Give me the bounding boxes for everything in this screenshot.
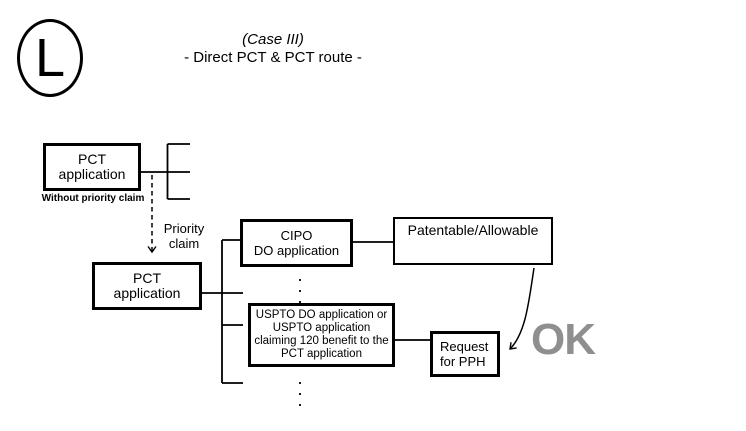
curved-arrow-patentable-to-request (510, 267, 535, 349)
diagram-title: (Case III) - Direct PCT & PCT route - (173, 30, 373, 66)
case-letter-badge: L (17, 19, 83, 97)
label-text: claim (168, 236, 200, 251)
bracket-lines (202, 239, 243, 384)
caption-without-priority-claim: Without priority claim (41, 193, 145, 204)
case-letter: L (34, 28, 66, 88)
title-route-line: - Direct PCT & PCT route - (184, 49, 362, 66)
node-text: application (58, 166, 126, 182)
node-text: USPTO application (272, 322, 371, 334)
node-text: Patentable/Allowable (407, 222, 539, 238)
fork-lines-top (141, 143, 190, 200)
node-text: for PPH (440, 354, 486, 369)
node-text: CIPO (280, 228, 313, 243)
node-patentable-allowable: Patentable/Allowable (393, 217, 553, 265)
node-uspto-do-application: USPTO DO application or USPTO applicatio… (248, 303, 395, 367)
node-pct-application-with-priority: PCT application (92, 262, 202, 310)
priority-claim-label: Priority claim (156, 221, 212, 251)
node-text: PCT (133, 270, 161, 286)
label-text: Priority (163, 221, 205, 236)
title-case-line: (Case III) (242, 31, 304, 48)
ok-result-label: OK (531, 315, 596, 364)
node-pct-application-without-priority: PCT application (43, 143, 141, 191)
node-text: PCT (78, 151, 106, 167)
node-text: USPTO DO application or (255, 309, 388, 321)
node-cipo-do-application: CIPO DO application (240, 219, 353, 267)
node-text: claiming 120 benefit to the (254, 335, 389, 347)
node-text: DO application (253, 243, 340, 258)
node-text: application (113, 285, 181, 301)
node-text: Request (440, 339, 489, 354)
node-text: PCT application (281, 348, 362, 360)
node-request-for-pph: Request for PPH (430, 331, 500, 377)
